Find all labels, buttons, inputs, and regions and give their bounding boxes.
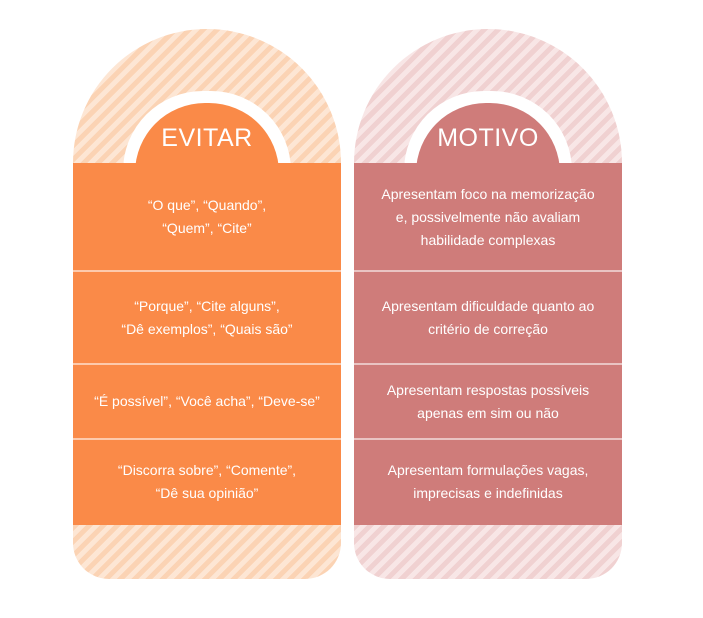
row-divider	[73, 363, 341, 365]
evitar-row: “Discorra sobre”, “Comente”, “Dê sua opi…	[73, 439, 341, 525]
row-divider	[354, 363, 622, 365]
evitar-column: EVITAR “O que”, “Quando”, “Quem”, “Cite”…	[73, 29, 341, 579]
evitar-row-text: “Porque”, “Cite alguns”, “Dê exemplos”, …	[121, 297, 293, 337]
row-divider	[73, 438, 341, 440]
evitar-row: “Porque”, “Cite alguns”, “Dê exemplos”, …	[73, 271, 341, 364]
row-divider	[354, 270, 622, 272]
motivo-row-text: Apresentam dificuldade quanto ao critéri…	[381, 297, 595, 337]
evitar-row-text: “O que”, “Quando”, “Quem”, “Cite”	[147, 197, 267, 236]
motivo-column: MOTIVO Apresentam foco na memorização e,…	[354, 29, 622, 579]
motivo-row-text: Apresentam formulações vagas, imprecisas…	[387, 462, 589, 501]
motivo-rows: Apresentam foco na memorização e, possiv…	[354, 163, 622, 525]
row-divider	[354, 438, 622, 440]
motivo-row-text: Apresentam foco na memorização e, possiv…	[381, 185, 595, 248]
evitar-row-text: “Discorra sobre”, “Comente”, “Dê sua opi…	[117, 462, 297, 501]
evitar-rows: “O que”, “Quando”, “Quem”, “Cite” “Porqu…	[73, 163, 341, 525]
evitar-row-text: “É possível”, “Você acha”, “Deve-se”	[94, 393, 320, 409]
motivo-row: Apresentam foco na memorização e, possiv…	[354, 163, 622, 271]
evitar-row: “É possível”, “Você acha”, “Deve-se”	[73, 364, 341, 439]
motivo-row-text: Apresentam respostas possíveis apenas em…	[386, 381, 590, 421]
motivo-row: Apresentam formulações vagas, imprecisas…	[354, 439, 622, 525]
row-divider	[73, 270, 341, 272]
motivo-row: Apresentam respostas possíveis apenas em…	[354, 364, 622, 439]
evitar-row: “O que”, “Quando”, “Quem”, “Cite”	[73, 163, 341, 271]
motivo-row: Apresentam dificuldade quanto ao critéri…	[354, 271, 622, 364]
